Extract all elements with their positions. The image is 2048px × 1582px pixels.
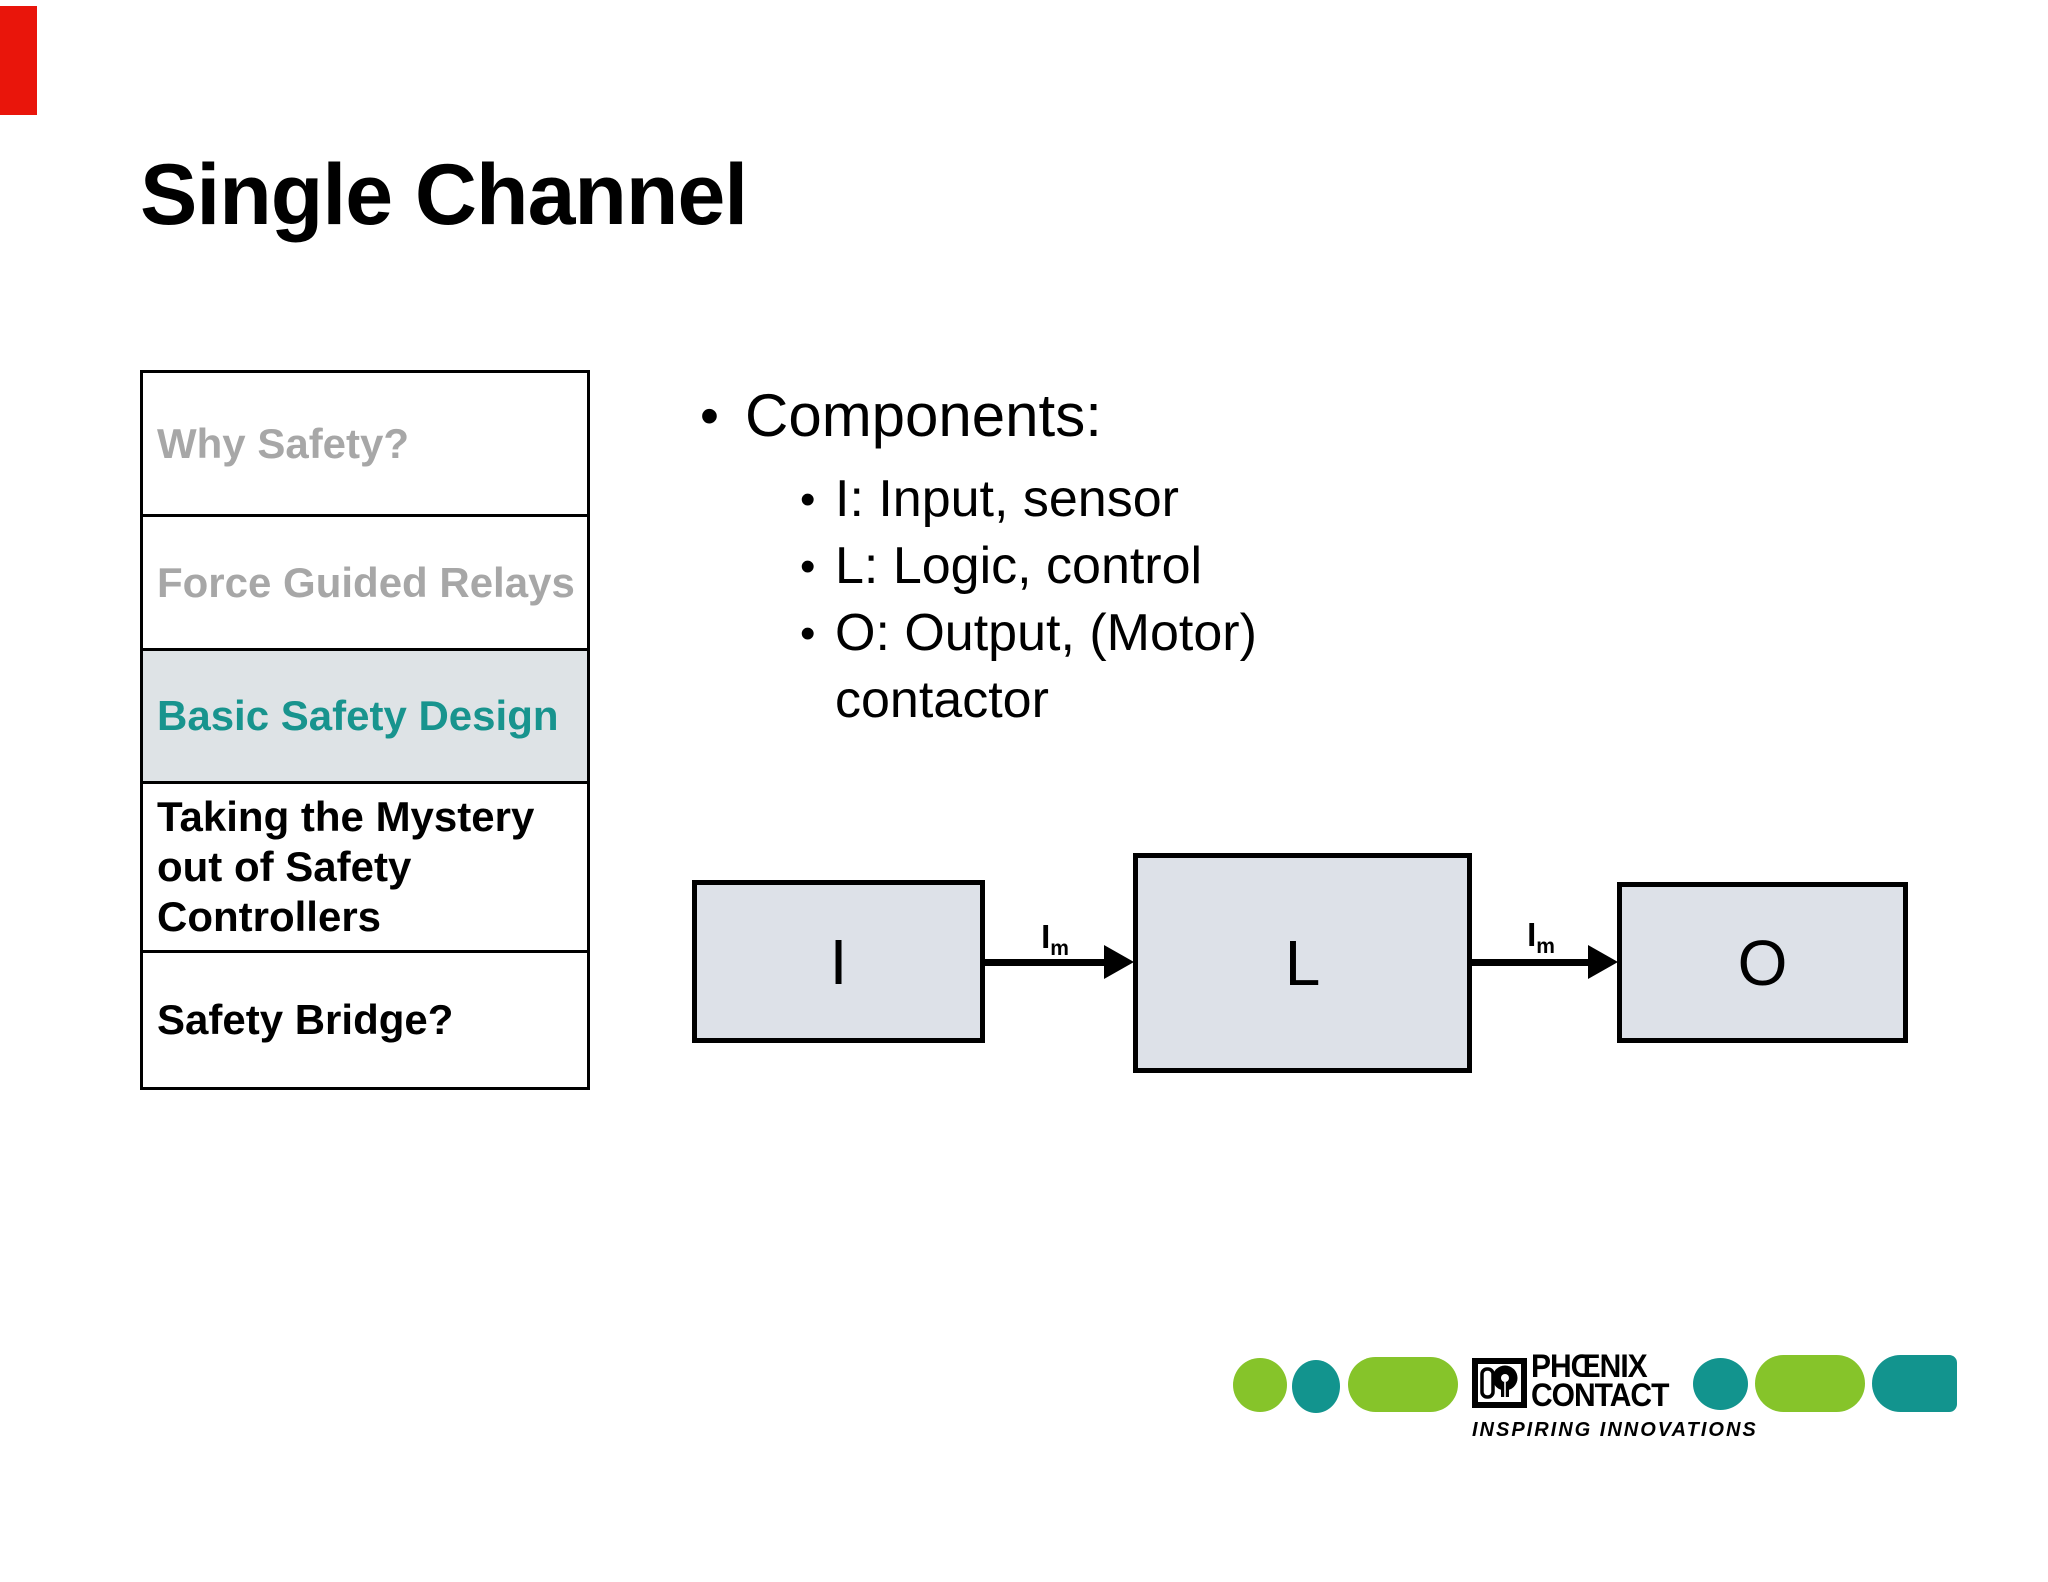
diagram-box-logic: L <box>1133 853 1472 1073</box>
bullet-icon: • <box>800 475 816 524</box>
bullet-icon: • <box>700 386 719 446</box>
bullet-list: • Components: • I: Input, sensor • L: Lo… <box>700 384 1340 734</box>
list-item: • I: Input, sensor <box>800 466 1305 533</box>
arrowhead-icon <box>1104 945 1134 979</box>
arrow-i-to-l <box>985 959 1107 966</box>
phoenix-p-icon <box>1472 1358 1527 1408</box>
diagram-box-output: O <box>1617 882 1908 1043</box>
list-item: • L: Logic, control <box>800 533 1305 600</box>
list-item: • O: Output, (Motor) contactor <box>800 600 1305 734</box>
agenda-table: Why Safety? Force Guided Relays Basic Sa… <box>140 370 590 1090</box>
sub-bullet-logic-label: L: Logic, control <box>835 537 1203 595</box>
arrow-l-to-o <box>1472 959 1591 966</box>
sidebar-item-safety-bridge[interactable]: Safety Bridge? <box>143 950 587 1087</box>
bullet-components-label: Components: <box>745 382 1102 449</box>
diagram-box-label: L <box>1284 927 1321 999</box>
arrow-label-im-2: Im <box>1506 916 1576 957</box>
sub-bullet-input-label: I: Input, sensor <box>835 470 1179 528</box>
logo-green-circle <box>1233 1358 1287 1412</box>
red-accent-bar <box>0 6 37 115</box>
logo-green-pill <box>1755 1355 1865 1412</box>
logo-teal-circle <box>1292 1360 1340 1413</box>
bullet-icon: • <box>800 542 816 591</box>
logo-brand-line2: CONTACT <box>1531 1377 1669 1414</box>
page-title: Single Channel <box>140 147 748 243</box>
sidebar-item-taking-the-mystery[interactable]: Taking the Mystery out of Safety Control… <box>143 781 587 950</box>
logo-brand-text: PHŒNIX CONTACT <box>1531 1348 1669 1414</box>
logo-brand-line1: PHŒNIX <box>1531 1348 1648 1385</box>
arrow-label-base: I <box>1527 916 1537 953</box>
diagram-box-label: O <box>1737 926 1788 999</box>
arrow-label-sub: m <box>1536 935 1555 958</box>
sidebar-item-force-guided-relays[interactable]: Force Guided Relays <box>143 514 587 648</box>
sidebar-item-label: Basic Safety Design <box>157 692 559 739</box>
arrow-label-base: I <box>1041 918 1051 955</box>
sidebar-item-why-safety[interactable]: Why Safety? <box>143 373 587 514</box>
arrow-label-im-1: Im <box>1020 918 1090 959</box>
sidebar-item-basic-safety-design[interactable]: Basic Safety Design <box>143 648 587 781</box>
sub-bullet-list: • I: Input, sensor • L: Logic, control •… <box>800 466 1340 734</box>
sidebar-item-label: Taking the Mystery out of Safety Control… <box>157 793 535 940</box>
sub-bullet-output-label: O: Output, (Motor) contactor <box>835 604 1257 729</box>
bullet-icon: • <box>800 609 816 658</box>
diagram-box-input: I <box>692 880 985 1043</box>
sidebar-item-label: Safety Bridge? <box>157 996 454 1043</box>
sidebar-item-label: Why Safety? <box>157 419 410 467</box>
arrow-label-sub: m <box>1050 937 1069 960</box>
list-item: • Components: <box>700 384 1340 448</box>
logo-tagline: INSPIRING INNOVATIONS <box>1472 1419 1758 1441</box>
sidebar-item-label: Force Guided Relays <box>157 558 575 606</box>
logo-teal-endcap <box>1872 1355 1957 1412</box>
arrowhead-icon <box>1588 945 1618 979</box>
diagram-box-label: I <box>829 925 848 998</box>
logo-green-pill <box>1348 1357 1458 1412</box>
logo-teal-circle <box>1693 1358 1748 1410</box>
